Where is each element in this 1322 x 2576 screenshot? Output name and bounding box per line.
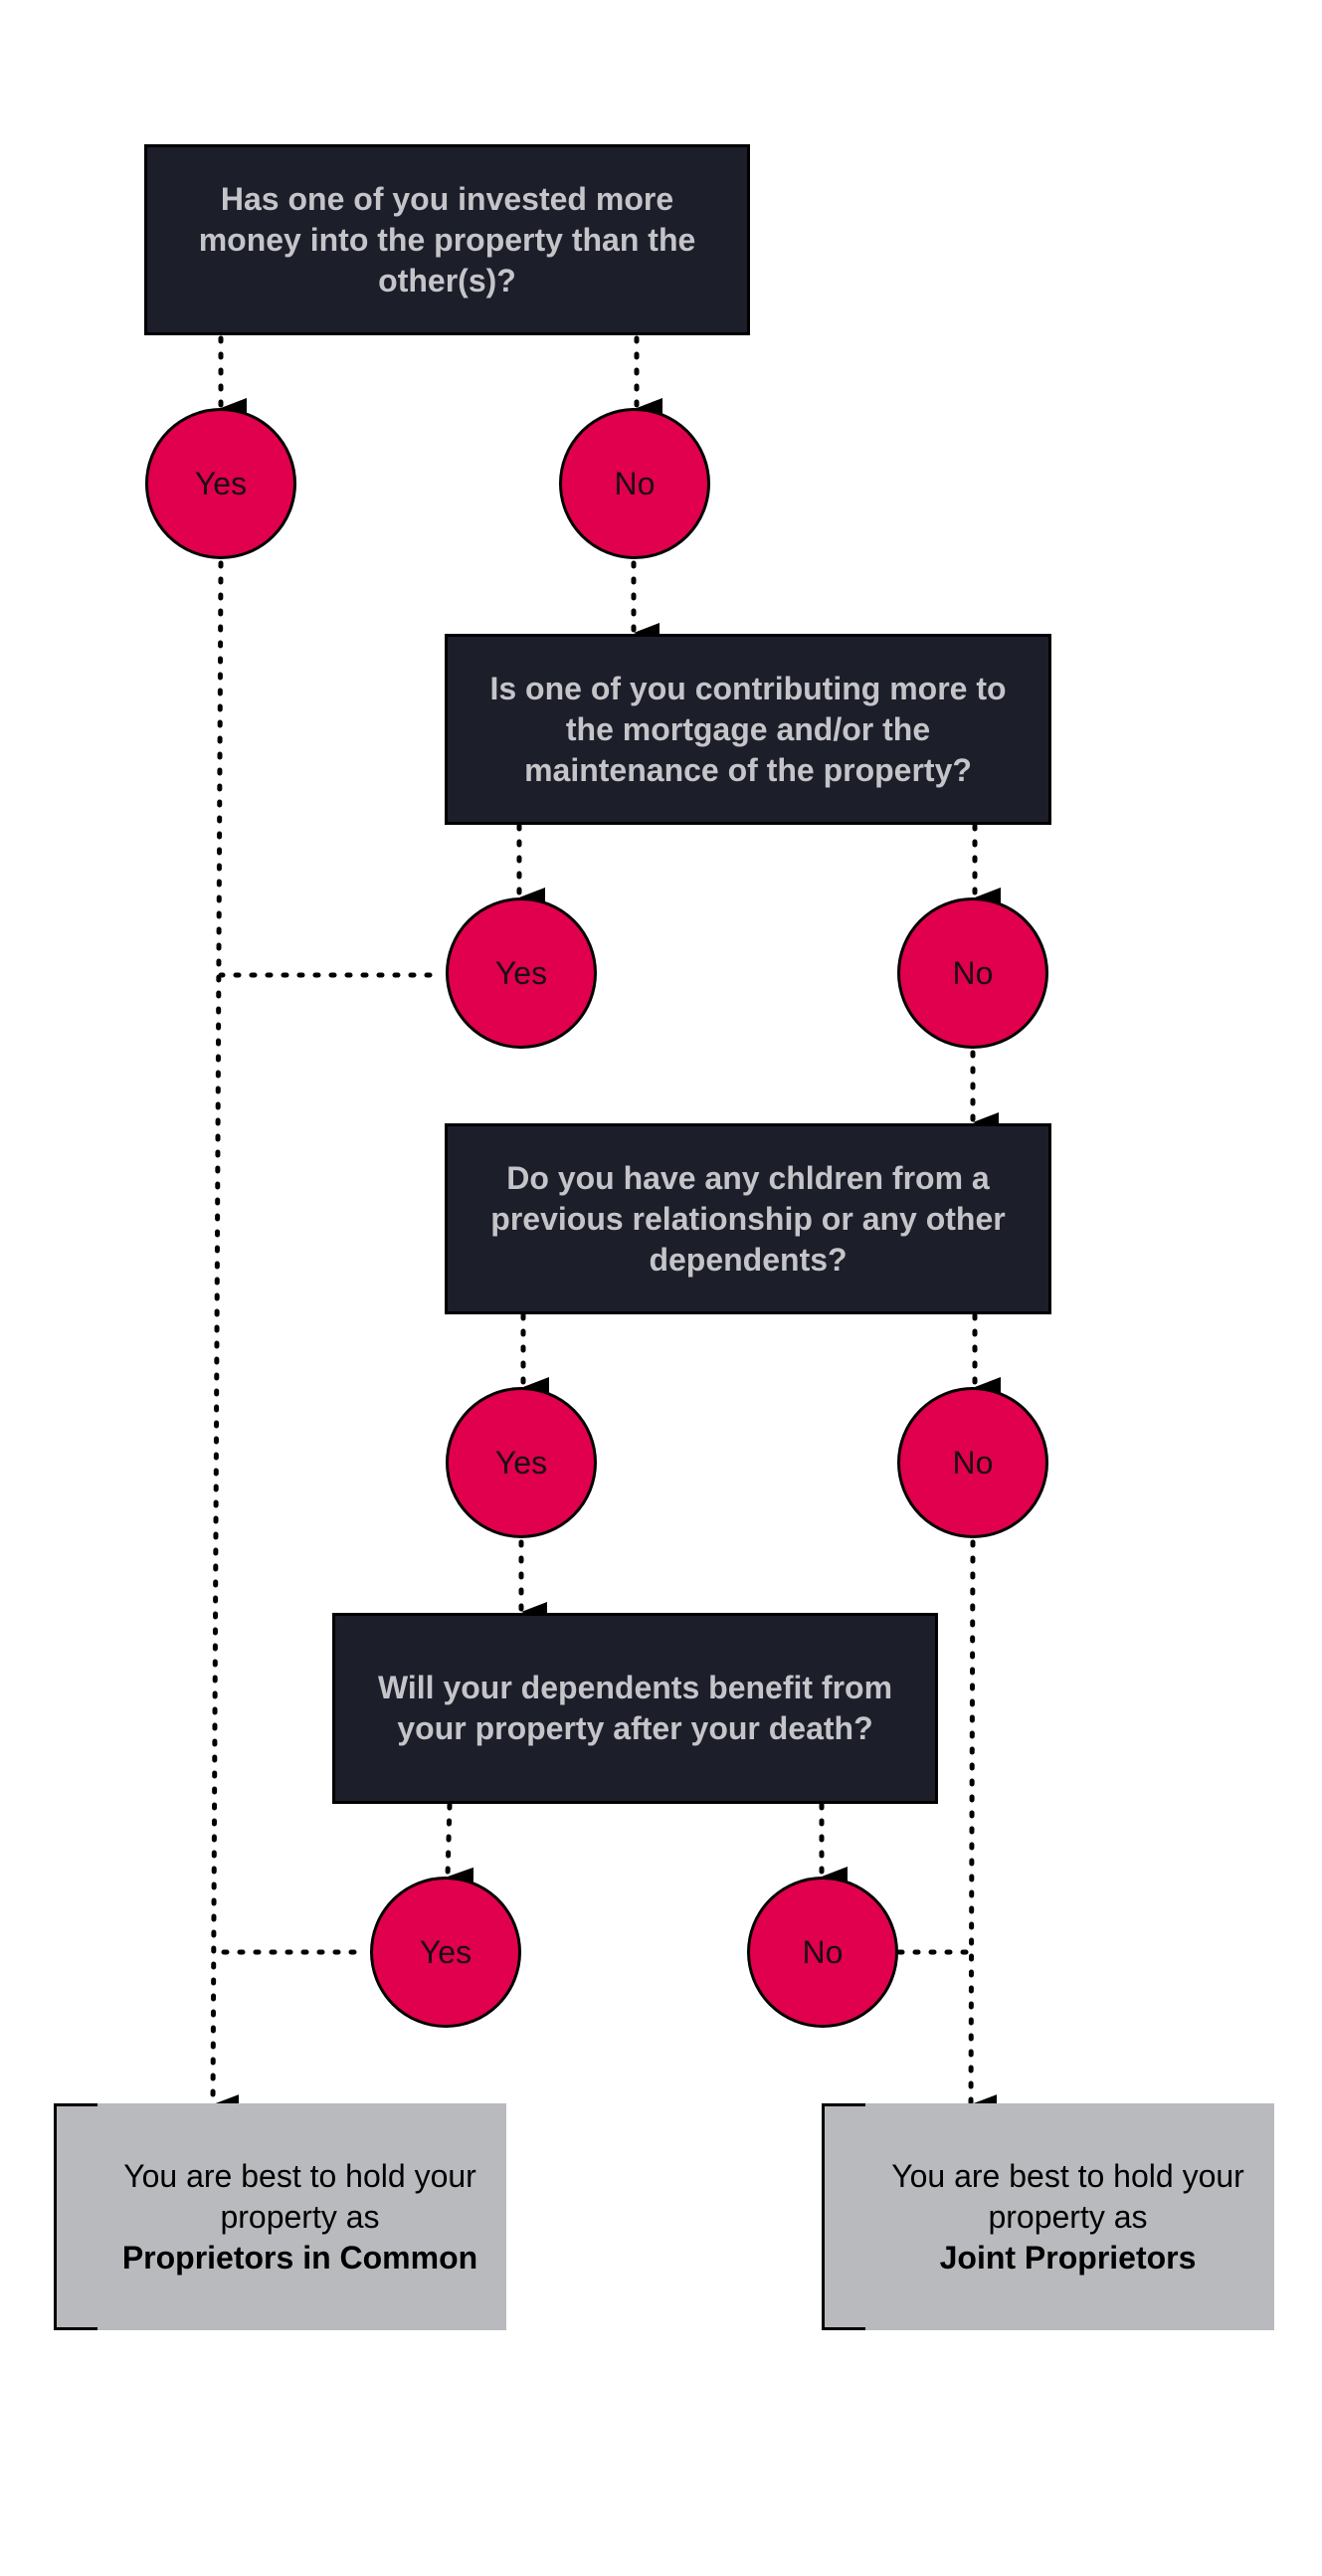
answer-no-q4: No: [747, 1877, 898, 2028]
answer-yes-q3: Yes: [446, 1387, 597, 1538]
answer-yes-q2-label: Yes: [494, 954, 548, 991]
question-invested-more-text: Has one of you invested more money into …: [198, 180, 696, 298]
answer-no-q2: No: [897, 897, 1048, 1049]
answer-yes-q4: Yes: [370, 1877, 521, 2028]
result-joint-text: You are best to hold your property as Jo…: [861, 2156, 1274, 2279]
question-dependents-benefit-text: Will your dependents benefit from your p…: [377, 1670, 893, 1746]
answer-yes-q3-label: Yes: [494, 1444, 548, 1481]
question-invested-more: Has one of you invested more money into …: [144, 144, 750, 335]
result-common-text: You are best to hold your property as Pr…: [94, 2156, 506, 2279]
answer-no-q1-label: No: [614, 465, 656, 501]
answer-no-q3: No: [897, 1387, 1048, 1538]
result-proprietors-in-common: You are best to hold your property as Pr…: [54, 2103, 506, 2330]
result-common-line1: You are best to hold your property as: [123, 2157, 476, 2235]
connector-yes1-common: [210, 560, 240, 2115]
result-joint-line2: Joint Proprietors: [939, 2239, 1197, 2276]
question-contributing-more-text: Is one of you contributing more to the m…: [489, 670, 1007, 788]
answer-yes-q1-label: Yes: [194, 465, 248, 501]
connector-no3-joint: [968, 1539, 998, 2115]
connector-q4-yes: [445, 1802, 474, 1887]
result-bracket: [54, 2103, 97, 2330]
answer-no-q2-label: No: [952, 954, 994, 991]
question-dependents-text: Do you have any chldren from a previous …: [490, 1159, 1006, 1278]
answer-yes-q2: Yes: [446, 897, 597, 1049]
question-contributing-more: Is one of you contributing more to the m…: [445, 634, 1051, 825]
result-bracket: [822, 2103, 865, 2330]
answer-yes-q1: Yes: [145, 408, 296, 559]
question-dependents-benefit: Will your dependents benefit from your p…: [332, 1613, 938, 1804]
answer-yes-q4-label: Yes: [419, 1933, 472, 1970]
answer-no-q4-label: No: [802, 1933, 844, 1970]
result-joint-proprietors: You are best to hold your property as Jo…: [822, 2103, 1274, 2330]
result-common-line2: Proprietors in Common: [121, 2239, 478, 2276]
answer-no-q1: No: [559, 408, 710, 559]
result-joint-line1: You are best to hold your property as: [891, 2157, 1244, 2235]
answer-no-q3-label: No: [952, 1444, 994, 1481]
question-dependents: Do you have any chldren from a previous …: [445, 1123, 1051, 1314]
